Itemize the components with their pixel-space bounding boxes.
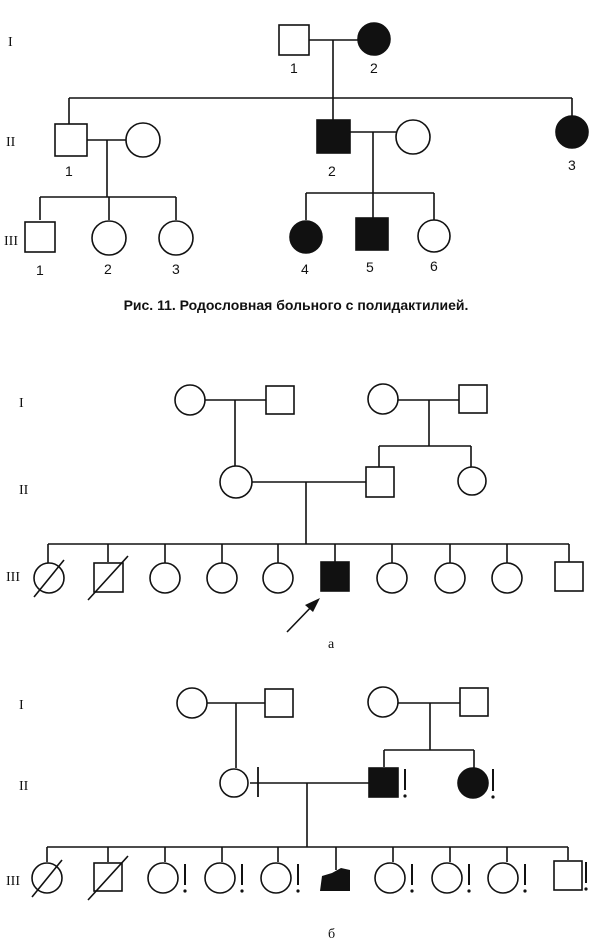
deceased-slash — [31, 859, 63, 898]
female-affected — [357, 22, 391, 56]
deceased-slash — [87, 855, 129, 901]
female-unaffected — [176, 687, 208, 719]
male-unaffected — [265, 385, 295, 415]
pedigree-lines — [46, 702, 569, 870]
deceased-slash — [87, 555, 129, 601]
female-unaffected — [376, 562, 408, 594]
generation-label-II: II — [19, 483, 29, 498]
pedigree-a: I II III а — [6, 383, 584, 652]
female-unaffected — [395, 119, 431, 155]
generation-label-III: III — [6, 874, 20, 889]
female-unaffected — [174, 384, 206, 416]
exclamation-dot — [240, 889, 244, 893]
female-unaffected — [149, 562, 181, 594]
generation-label-II: II — [19, 779, 29, 794]
male-unaffected — [365, 466, 395, 498]
figure-label: б — [328, 927, 335, 942]
female-unaffected — [367, 686, 399, 718]
generation-label-III: III — [6, 570, 20, 585]
female-unaffected — [431, 862, 463, 894]
female-unaffected — [206, 562, 238, 594]
generation-label-I: I — [8, 35, 13, 50]
exclamation-dot — [403, 794, 407, 798]
female-unaffected — [204, 862, 236, 894]
exclamation-dot — [523, 889, 527, 893]
individual-number: 6 — [430, 258, 438, 274]
exclamation-dot — [183, 889, 187, 893]
male-affected — [355, 217, 389, 251]
male-affected — [316, 119, 351, 154]
male-unaffected — [264, 688, 294, 718]
individual-number: 2 — [370, 60, 378, 76]
generation-label-I: I — [19, 698, 24, 713]
female-unaffected — [491, 562, 523, 594]
individual-number: 3 — [568, 157, 576, 173]
female-affected — [289, 220, 323, 254]
female-unaffected — [219, 465, 253, 499]
female-affected — [457, 767, 489, 799]
pedigree-lines — [47, 399, 570, 563]
female-unaffected — [147, 862, 179, 894]
female-unaffected — [457, 466, 487, 496]
figure-caption: Рис. 11. Родословная больного с полидакт… — [124, 297, 469, 313]
exclamation-dot — [296, 889, 300, 893]
female-unaffected — [434, 562, 466, 594]
individual-number: 2 — [104, 261, 112, 277]
female-affected — [555, 115, 589, 149]
pedigree-polydactyly: I II III 1 2 1 2 3 1 2 3 4 5 6 Рис. 11. … — [4, 22, 589, 313]
female-unaffected — [91, 220, 127, 256]
exclamation-dot — [584, 887, 588, 891]
male-unaffected — [458, 384, 488, 414]
male-unaffected — [553, 860, 583, 891]
male-affected-proband — [320, 561, 350, 592]
male-unaffected — [54, 123, 88, 157]
female-unaffected — [219, 768, 249, 798]
generation-label-III: III — [4, 234, 18, 249]
individual-number: 5 — [366, 259, 374, 275]
male-unaffected — [24, 221, 56, 253]
generation-label-I: I — [19, 396, 24, 411]
individual-number: 4 — [301, 261, 309, 277]
female-unaffected — [487, 862, 519, 894]
female-unaffected — [374, 862, 406, 894]
male-unaffected — [278, 24, 310, 56]
deceased-slash — [33, 559, 65, 598]
exclamation-dot — [410, 889, 414, 893]
female-unaffected — [158, 220, 194, 256]
figure-label: а — [328, 637, 335, 652]
male-unaffected — [459, 687, 489, 717]
female-unaffected — [125, 122, 161, 158]
female-unaffected — [417, 219, 451, 253]
individual-number: 3 — [172, 261, 180, 277]
individual-number: 2 — [328, 163, 336, 179]
generation-label-II: II — [6, 135, 16, 150]
pedigree-lines — [39, 39, 573, 220]
proband-arrow — [286, 598, 320, 633]
male-affected-partial — [320, 868, 350, 891]
exclamation-dot — [491, 795, 495, 799]
individual-number: 1 — [65, 163, 73, 179]
pedigree-b: I II III — [6, 686, 588, 942]
male-affected — [368, 767, 399, 798]
female-unaffected — [367, 383, 399, 415]
male-unaffected — [554, 561, 584, 592]
individual-number: 1 — [36, 262, 44, 278]
female-unaffected — [262, 562, 294, 594]
individual-number: 1 — [290, 60, 298, 76]
exclamation-dot — [467, 889, 471, 893]
female-unaffected — [260, 862, 292, 894]
